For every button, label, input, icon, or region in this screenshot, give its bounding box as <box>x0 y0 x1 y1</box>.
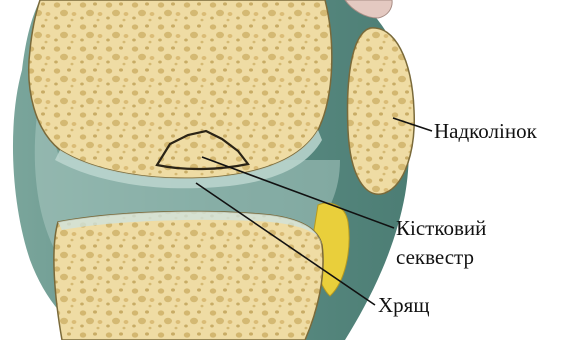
patella <box>348 28 415 194</box>
label-sequestrum-line2: секвестр <box>396 245 474 269</box>
label-cartilage: Хрящ <box>378 293 430 317</box>
tibia <box>54 211 323 340</box>
label-sequestrum-line1: Кістковий <box>396 216 486 240</box>
label-patella: Надколінок <box>434 119 537 143</box>
